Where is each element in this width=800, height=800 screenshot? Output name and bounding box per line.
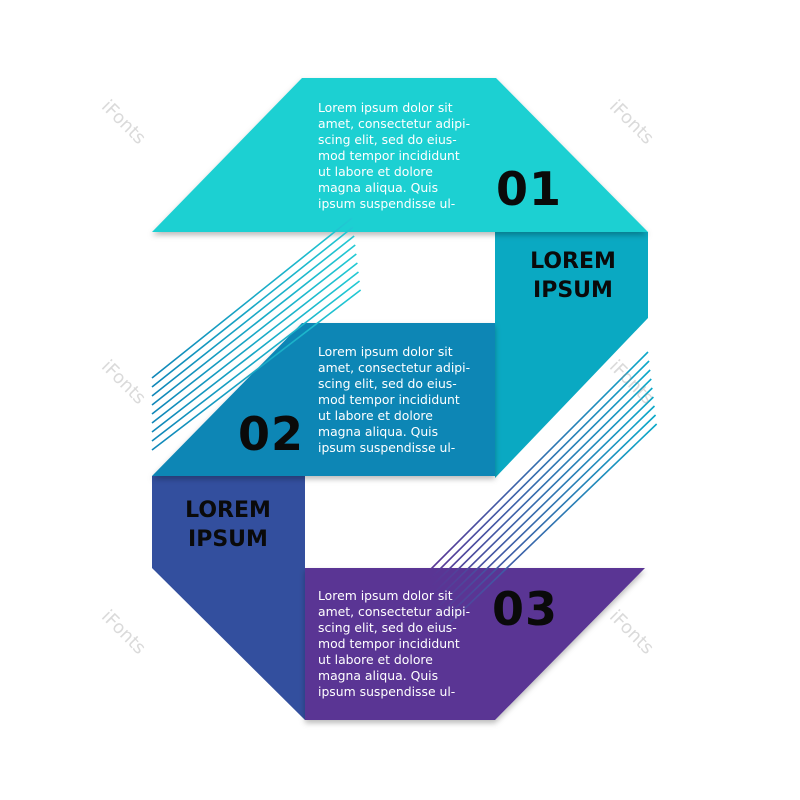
heading-right: LOREM IPSUM [530,249,616,303]
stripe-line [429,369,651,589]
stripe-line [151,226,354,388]
stripe-line [151,253,357,415]
stripe-line [151,280,361,442]
diagonal-stripes-right [429,351,658,643]
step-02-text: Lorem ipsum dolor sit amet, consectetur … [318,344,471,455]
step-01-number: 01 [496,162,563,216]
step-03-number: 03 [492,582,559,636]
band-right-connector [495,232,648,478]
step-03-text: Lorem ipsum dolor sit amet, consectetur … [318,588,471,699]
stripe-line [429,387,653,607]
stripe-line [151,235,355,397]
band-left-connector [152,476,305,720]
stripe-line [429,423,658,643]
stripe-line [151,217,353,379]
heading-left: LOREM IPSUM [185,498,271,552]
stripe-line [429,414,657,634]
diagonal-stripes-left [151,217,362,451]
stripe-line [429,405,656,625]
step-03-band [305,568,645,720]
stripe-line [429,396,654,616]
step-01-band [152,78,648,232]
stripe-line [429,351,649,571]
stripe-line [151,289,362,451]
stripe-line [429,360,650,580]
stripe-line [151,262,358,424]
stripe-line [151,244,356,406]
step-02-band [152,323,495,476]
stripe-line [429,378,652,598]
step-02-number: 02 [238,407,305,461]
step-01-text: Lorem ipsum dolor sit amet, consectetur … [318,100,471,211]
stripe-line [151,271,359,433]
